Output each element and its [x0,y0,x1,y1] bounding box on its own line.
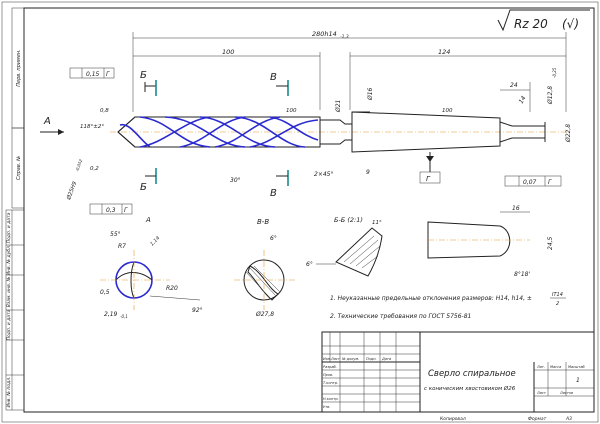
margin-label: Подп. и дата [6,212,12,243]
margin-label: Инв. № подл. [6,376,12,407]
dim-219: 2,19 [104,311,118,318]
rough-100b: 100 [442,108,453,114]
rough-02: 0,2 [90,166,99,172]
dim-d21: Ø21 [335,100,342,113]
tb-row-6: Утв. [323,405,330,409]
dim-24: 24 [510,82,518,89]
dim-overall-tol: -1,3 [340,34,349,40]
dim-14: 14 [518,95,528,105]
title-block: Изм. Лист № докум. Подп. Дата Разраб. Пр… [321,331,595,413]
tb-row-3: Т.контр. [323,381,338,385]
tb-sign: Подп. [366,357,377,361]
frame2-value: 0,3 [106,207,116,214]
margin-label: Перв. примен. [16,49,22,87]
tb-sheets: Листов [559,391,573,395]
format-label: Формат [528,416,547,422]
tolerance-frame-3: 0,07 Г [504,175,562,187]
margin-label: Инв. № дубл. [6,245,12,276]
section-bb-label: Б-Б (2:1) [334,216,363,224]
tb-scale-val: 1 [576,377,580,384]
tb-row-1: Разраб. [323,365,337,369]
section-B1-label: Б [140,70,147,81]
dim-r7: R7 [118,243,126,250]
roughness-paren: (√) [562,17,579,31]
note-1-den: 2 [556,301,559,307]
section-vv-label: В-В [257,218,269,226]
tb-name: Сверло спиральное [428,369,516,379]
dim-16: 16 [512,205,520,212]
margin-label: Подп. и дата [6,309,12,340]
format-value: А3 [565,416,572,422]
frame3-ref: Г [548,179,552,186]
left-margin: Перв. примен. Справ. № Подп. и дата Инв.… [5,7,25,411]
dim-d22: Ø22,8 [565,124,572,143]
tb-date: Дата [381,357,391,361]
note-1: 1. Неуказанные предельные отклонения раз… [330,295,532,302]
dim-818: 8°18' [514,271,530,278]
datum-box: Г [419,152,441,184]
dim-main-d: Ø25H9 [65,180,79,202]
dim-245: 24,5 [547,236,554,250]
frame2-ref: Г [124,207,128,214]
section-VV-view: В-В 6° Ø27,8 [234,218,296,318]
roughness-value: Rz 20 [514,17,548,31]
dim-a6: 6° [306,261,313,268]
dim-overall: 280h14 [312,30,337,38]
dim-9: 9 [366,169,370,176]
dim-05: 0,5 [100,289,110,296]
dim-a6b: 6° [270,235,277,242]
margin-label: Взам. инв. № [6,276,12,307]
tb-row-2: Пров. [323,373,333,377]
dim-a11: 11° [372,220,382,226]
section-BB-view: Б-Б (2:1) 11° 6° [306,216,383,277]
rough-08: 0,8 [100,108,109,114]
section-a-label: А [145,216,151,224]
dim-r20: R20 [166,285,178,292]
dim-a55: 55° [110,231,121,238]
roughness-symbol: Rz 20 (√) [497,9,590,32]
tolerance-frame-2: 0,3 Г [89,203,133,215]
rough-100a: 100 [286,108,297,114]
frame1-ref: Г [106,71,110,78]
dim-124: 124 [438,48,450,56]
tb-subtitle: с коническим хвостовиком Ø26 [424,385,516,392]
tb-row-5: Н.контр. [323,397,339,401]
dim-d27: Ø27,8 [255,311,274,318]
dim-2x45: 2×45° [314,171,333,178]
tb-izm: Изм. [323,357,331,361]
section-A-view: А 55° R7 1,14 R20 0,5 2,19 -0,1 92° [100,216,203,319]
section-B2-label: Б [140,182,147,193]
tb-scale: Масштаб [568,365,585,369]
section-V2-label: В [270,188,277,199]
tb-list: Лист [330,357,341,361]
copied-label: Копировал [440,416,466,422]
dim-a30: 30° [230,177,241,184]
dim-a92: 92° [192,307,203,314]
margin-label: Справ. № [16,156,22,180]
tolerance-frame-1: 0,15 Г [69,67,115,79]
dim-114: 1,14 [149,235,161,247]
dim-d12-tol: -0,25 [552,67,557,78]
datum-label: Г [426,175,431,183]
tb-lit: Лит. [536,365,545,369]
frame1-value: 0,15 [86,71,100,78]
drill-body [117,111,546,153]
frame3-value: 0,07 [523,179,537,186]
note-1-frac: IT14 [552,292,563,298]
dim-d16: Ø16 [367,87,374,101]
tang-detail: 16 24,5 8°18' [427,205,554,278]
dim-a118: 118°±2° [80,124,104,130]
tb-sheet: Лист [536,391,547,395]
view-A-label: А [43,116,51,127]
dim-219-sub: -0,1 [120,314,128,319]
note-2: 2. Технические требования по ГОСТ 5756-8… [330,313,471,320]
tb-mass: Масса [550,365,561,369]
dim-main-d-tol: -0,052 [74,158,83,172]
dim-100: 100 [222,48,234,56]
tb-doc: № докум. [341,357,359,361]
dim-d12: Ø12,8 [547,86,554,105]
section-V1-label: В [270,72,277,83]
